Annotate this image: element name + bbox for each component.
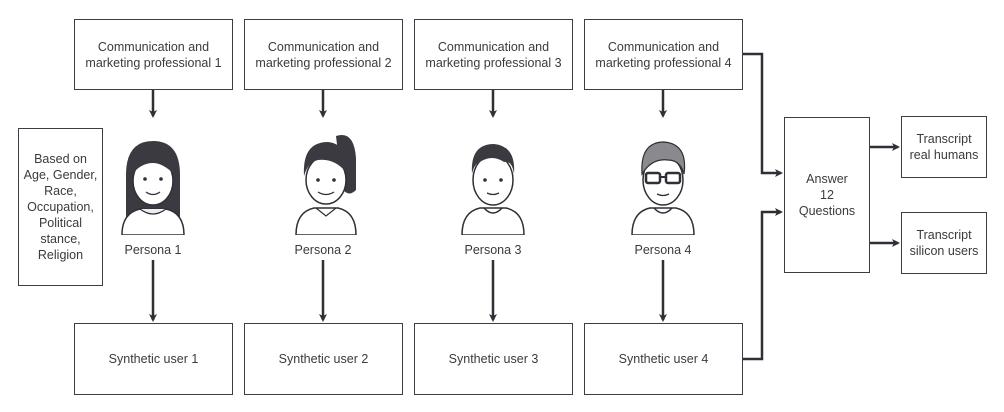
professional-label: Communication and marketing professional… [425, 39, 562, 70]
man-short-hair-icon [461, 144, 525, 235]
persona-label-4: Persona 4 [634, 243, 692, 257]
persona-label-3: Persona 3 [464, 243, 522, 257]
woman-ponytail-icon [295, 134, 357, 235]
synthetic-user-box-2: Synthetic user 2 [244, 323, 403, 395]
professional-box-1: Communication and marketing professional… [74, 19, 233, 90]
man-glasses-icon [631, 141, 695, 235]
arrow-prof4-answer [743, 52, 783, 177]
synthetic-user-box-1: Synthetic user 1 [74, 323, 233, 395]
professional-box-2: Communication and marketing professional… [244, 19, 403, 90]
synthetic-user-box-3: Synthetic user 3 [414, 323, 573, 395]
criteria-box: Based on Age, Gender, Race, Occupation, … [18, 128, 103, 286]
professional-label: Communication and marketing professional… [255, 39, 392, 70]
criteria-label: Based on Age, Gender, Race, Occupation, … [23, 152, 98, 262]
transcript-silicon-box: Transcript silicon users [901, 212, 987, 274]
professional-label: Communication and marketing professional… [595, 39, 732, 70]
woman-long-hair-icon [121, 141, 185, 235]
synthetic-user-box-4: Synthetic user 4 [584, 323, 743, 395]
arrow-user4-answer [743, 208, 783, 361]
answer-label: Answer 12 Questions [798, 172, 856, 218]
persona-label-1: Persona 1 [124, 243, 182, 257]
synthetic-user-label: Synthetic user 3 [448, 352, 539, 366]
synthetic-user-label: Synthetic user 4 [618, 352, 709, 366]
transcript-real-box: Transcript real humans [901, 116, 987, 178]
synthetic-user-label: Synthetic user 1 [108, 352, 199, 366]
persona-label-2: Persona 2 [294, 243, 352, 257]
transcript-silicon-label: Transcript silicon users [909, 228, 979, 258]
professional-label: Communication and marketing professional… [85, 39, 222, 70]
transcript-real-label: Transcript real humans [909, 132, 979, 162]
synthetic-user-label: Synthetic user 2 [278, 352, 369, 366]
answer-box: Answer 12 Questions [784, 117, 870, 273]
professional-box-4: Communication and marketing professional… [584, 19, 743, 90]
professional-box-3: Communication and marketing professional… [414, 19, 573, 90]
